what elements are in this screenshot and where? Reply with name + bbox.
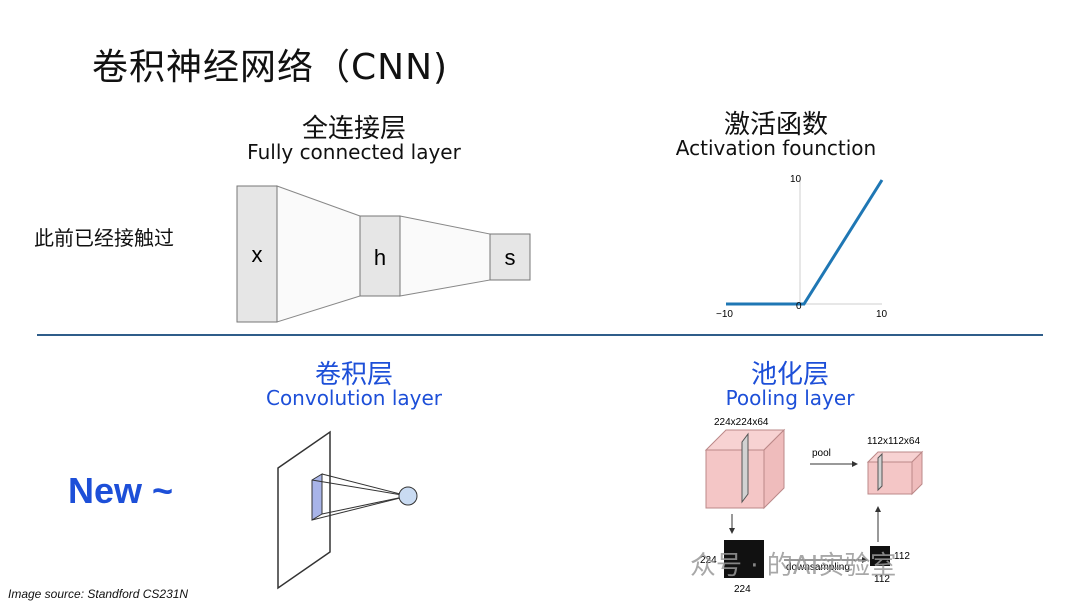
relu-tick-x-0: 0 xyxy=(796,301,802,312)
activation-title-cn: 激活函数 xyxy=(723,110,828,140)
fc-node-h: h xyxy=(374,245,386,270)
section-divider xyxy=(37,334,1043,336)
fc-diagram: x h s xyxy=(236,185,531,323)
relu-line xyxy=(726,179,884,306)
page-title: 卷积神经网络（CNN) xyxy=(92,47,449,88)
conv-title-en: Convolution layer xyxy=(265,386,443,410)
fc-title-en: Fully connected layer xyxy=(247,140,461,164)
pool-title-cn: 池化层 xyxy=(750,360,829,390)
fc-layer-s xyxy=(489,233,531,281)
fc-title-cn: 全连接层 xyxy=(301,114,406,144)
relu-tick-y-10: 10 xyxy=(790,174,802,185)
image-source-caption: Image source: Standford CS231N xyxy=(8,587,189,601)
conv-output-neuron xyxy=(398,486,418,506)
conv-diagram xyxy=(277,430,418,590)
activation-title-en: Activation founction xyxy=(675,136,877,160)
pool-map-in xyxy=(724,540,764,578)
pool-slice-in xyxy=(741,432,749,504)
fc-layer-h xyxy=(359,215,401,297)
fc-note: 此前已经接触过 xyxy=(34,226,174,250)
pool-diagram: 224x224x64 112x112x64 pool 224 224 downs… xyxy=(700,417,924,595)
conv-title-cn: 卷积层 xyxy=(314,360,393,390)
pool-dim-224-bottom: 224 xyxy=(734,584,751,595)
pool-slice-out xyxy=(877,452,883,492)
relu-tick-x-10: 10 xyxy=(876,309,888,320)
pool-label-down: downsampling xyxy=(786,562,850,573)
fc-node-s: s xyxy=(505,245,516,270)
pool-dim-112-right: 112 xyxy=(894,551,910,562)
watermark: 众号 · 的AI实验室 xyxy=(690,551,897,581)
new-label: New ~ xyxy=(68,470,174,511)
pool-label-in: 224x224x64 xyxy=(714,417,769,428)
pool-dim-224-left: 224 xyxy=(700,555,717,566)
pool-dim-112-bottom: 112 xyxy=(874,574,890,585)
fc-node-x: x xyxy=(252,242,263,267)
pool-label-out: 112x112x64 xyxy=(867,436,920,447)
relu-plot: 10 −10 0 10 xyxy=(716,174,888,320)
relu-tick-x-neg10: −10 xyxy=(716,309,733,320)
pool-title-en: Pooling layer xyxy=(725,386,855,410)
pool-label-pool: pool xyxy=(812,448,831,459)
pool-map-out xyxy=(870,546,890,566)
fc-layer-x xyxy=(236,185,278,323)
